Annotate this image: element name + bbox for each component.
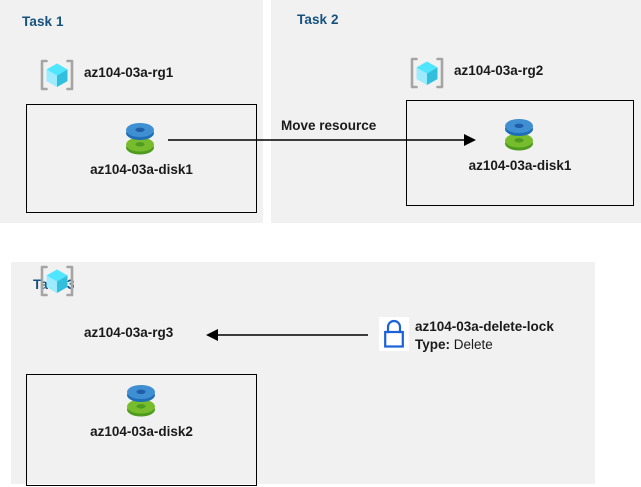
task2-panel: Task 2 az104-03a-rg2 xyxy=(271,0,641,223)
task2-title: Task 2 xyxy=(297,12,339,27)
managed-disk-icon xyxy=(120,116,160,158)
task1-resource-box xyxy=(26,104,257,213)
task1-disk-label: az104-03a-disk1 xyxy=(90,162,193,177)
task1-title: Task 1 xyxy=(22,14,64,29)
task3-resource-group-label: az104-03a-rg3 xyxy=(84,325,174,340)
managed-disk-icon xyxy=(121,378,161,420)
task2-resource-group-label: az104-03a-rg2 xyxy=(454,63,544,78)
task2-resource-box xyxy=(406,100,634,206)
managed-disk-icon xyxy=(499,112,539,154)
resource-group-cube-icon xyxy=(38,262,76,300)
move-resource-arrow-label: Move resource xyxy=(281,118,377,133)
resource-group-cube-icon xyxy=(408,54,446,92)
delete-lock-type-value: Delete xyxy=(453,337,493,352)
task3-resource-box xyxy=(26,374,257,486)
padlock-icon xyxy=(379,317,409,351)
move-resource-arrow xyxy=(168,134,476,146)
task3-panel: Task 3 az104-03a-rg3 xyxy=(11,262,595,486)
delete-lock-type: Type: Delete xyxy=(415,337,493,352)
task3-disk-label: az104-03a-disk2 xyxy=(90,424,193,439)
lock-applies-arrow xyxy=(206,329,368,341)
delete-lock-type-label: Type: xyxy=(415,337,451,352)
resource-group-cube-icon xyxy=(38,56,76,94)
delete-lock-name: az104-03a-delete-lock xyxy=(415,319,554,334)
task1-resource-group-label: az104-03a-rg1 xyxy=(84,65,174,80)
task2-disk-label: az104-03a-disk1 xyxy=(468,158,572,173)
task1-panel: Task 1 az104-03a-rg1 xyxy=(0,0,263,223)
